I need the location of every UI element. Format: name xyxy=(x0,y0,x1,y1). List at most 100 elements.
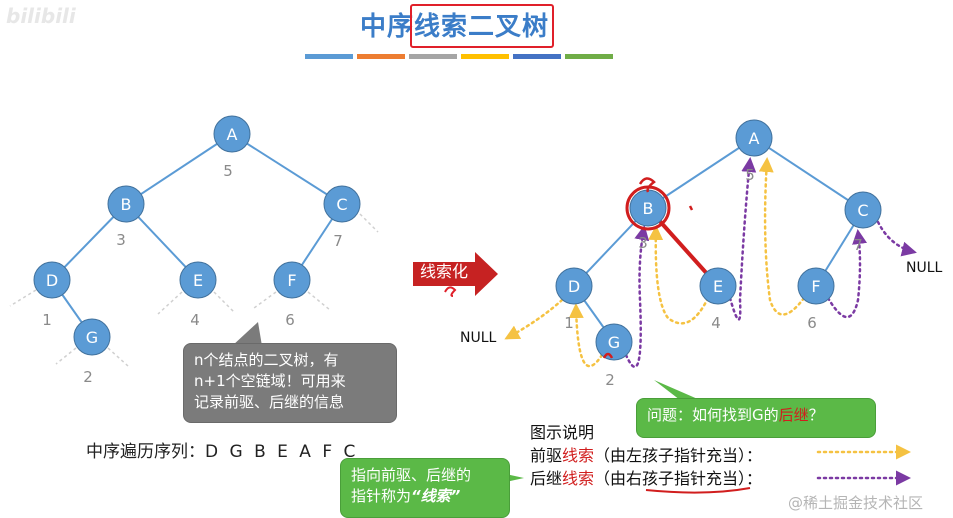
title-bar-5 xyxy=(513,54,561,59)
right-tree-order-numbers: 5 3 7 1 4 6 2 xyxy=(564,166,863,389)
svg-text:A: A xyxy=(749,129,760,148)
null-label-right: NULL xyxy=(906,260,943,276)
question-emphasis: 后继 xyxy=(778,406,809,424)
edge-a-c xyxy=(231,133,343,205)
question-suffix: ？ xyxy=(808,406,824,424)
right-tree-edges xyxy=(573,137,864,343)
title-bar-1 xyxy=(305,54,353,59)
left-tree-nodes: A B C D E F G xyxy=(33,115,361,356)
r-edge-a-c xyxy=(753,137,864,211)
right-order-c: 7 xyxy=(853,236,863,254)
threading-arrow xyxy=(413,252,498,297)
inorder-sequence: 中序遍历序列：D G B E A F C xyxy=(86,437,358,462)
empty-links-note-line-3: 记录前驱、后继的信息 xyxy=(194,393,345,411)
left-order-a: 5 xyxy=(223,162,233,180)
left-order-e: 4 xyxy=(190,311,200,329)
legend-underline-scribble xyxy=(645,487,751,494)
svg-text:B: B xyxy=(121,195,132,214)
left-node-b: B xyxy=(107,185,145,223)
left-tree-order-numbers: 5 3 7 1 4 6 2 xyxy=(42,162,343,386)
svg-text:F: F xyxy=(811,277,820,296)
right-node-a: A xyxy=(735,119,773,157)
left-tree-edges xyxy=(51,133,343,338)
empty-links-note: n个结点的二叉树，有 n+1个空链域！可用来 记录前驱、后继的信息 xyxy=(183,343,397,423)
question-bubble: 问题：如何找到G的后继？ xyxy=(636,398,876,438)
pred-thread-e-b xyxy=(648,225,710,325)
right-node-b: B xyxy=(625,185,671,231)
succ-thread-e-a xyxy=(728,157,757,321)
right-node-e: E xyxy=(699,267,737,305)
legend: 图示说明 前驱线索（由左孩子指针充当）： 后继线索（由右孩子指针充当）： xyxy=(530,421,762,490)
inorder-values: D G B E A F C xyxy=(205,442,359,462)
svg-text:C: C xyxy=(857,201,868,220)
right-node-c: C xyxy=(844,191,882,229)
threading-arrow-label: 线索化 xyxy=(419,262,468,281)
right-node-d: D xyxy=(555,267,593,305)
predecessor-threads xyxy=(504,157,806,368)
left-node-f: F xyxy=(273,261,311,299)
title-bar-3 xyxy=(409,54,457,59)
r-edge-a-b xyxy=(647,137,755,209)
left-order-f: 6 xyxy=(285,311,295,329)
svg-text:C: C xyxy=(336,195,347,214)
title-bar-2 xyxy=(357,54,405,59)
right-node-f: F xyxy=(797,267,835,305)
svg-text:G: G xyxy=(86,328,98,347)
thread-definition-line-1: 指向前驱、后继的 xyxy=(351,466,472,484)
left-node-d: D xyxy=(33,261,71,299)
right-order-a: 5 xyxy=(745,166,755,184)
svg-text:D: D xyxy=(568,277,580,296)
svg-text:E: E xyxy=(193,271,203,290)
succ-thread-f-c xyxy=(826,229,868,319)
succ-thread-g-b xyxy=(624,225,650,369)
successor-threads xyxy=(624,157,917,369)
svg-text:A: A xyxy=(227,125,238,144)
left-order-b: 3 xyxy=(116,231,126,249)
question-bubble-tail xyxy=(654,380,700,400)
null-label-left: NULL xyxy=(460,330,497,346)
right-order-e: 4 xyxy=(711,314,721,332)
empty-links-note-line-1: n个结点的二叉树，有 xyxy=(194,351,339,369)
svg-text:F: F xyxy=(287,271,296,290)
edge-a-b xyxy=(125,133,233,205)
title-bar-4 xyxy=(461,54,509,59)
title-bar-6 xyxy=(565,54,613,59)
right-order-b: 3 xyxy=(638,234,648,252)
succ-thread-c-null xyxy=(876,220,917,257)
pred-thread-g-d xyxy=(568,303,604,368)
legend-title: 图示说明 xyxy=(530,423,595,442)
right-tree-nodes: A B C D E F G xyxy=(555,119,882,361)
empty-links-note-line-2: n+1个空链域！可用来 xyxy=(194,372,346,390)
svg-text:G: G xyxy=(608,333,620,352)
thread-definition-bubble: 指向前驱、后继的 指针称为“线索” xyxy=(340,458,510,518)
left-node-a: A xyxy=(213,115,251,153)
pred-thread-f-a xyxy=(758,157,806,316)
bilibili-watermark: bilibili xyxy=(6,4,76,28)
legend-pred: 前驱线索（由左孩子指针充当）： xyxy=(530,446,763,465)
right-order-f: 6 xyxy=(807,314,817,332)
left-order-d: 1 xyxy=(42,311,52,329)
left-node-e: E xyxy=(179,261,217,299)
gray-bubble-tail xyxy=(232,322,262,346)
legend-succ: 后继线索（由右孩子指针充当）： xyxy=(530,469,763,488)
question-prefix: 问题：如何找到G的 xyxy=(647,406,779,424)
svg-text:D: D xyxy=(46,271,58,290)
site-watermark: @稀土掘金技术社区 xyxy=(788,494,924,512)
svg-text:E: E xyxy=(713,277,723,296)
svg-text:B: B xyxy=(643,199,654,218)
right-order-d: 1 xyxy=(564,314,574,332)
left-node-g: G xyxy=(73,318,111,356)
left-tree-null-stubs xyxy=(9,213,379,367)
left-order-c: 7 xyxy=(333,232,343,250)
title-highlight-box xyxy=(410,4,554,48)
inorder-label: 中序遍历序列： xyxy=(86,442,205,462)
right-order-g: 2 xyxy=(605,371,615,389)
page-title: 中序线索二叉树 xyxy=(360,12,550,42)
title-color-bars xyxy=(305,54,613,59)
right-node-g: G xyxy=(595,323,633,361)
thread-definition-line-2: 指针称为“线索” xyxy=(351,487,461,505)
pred-thread-d-null xyxy=(504,298,564,340)
left-node-c: C xyxy=(323,185,361,223)
left-order-g: 2 xyxy=(83,368,93,386)
